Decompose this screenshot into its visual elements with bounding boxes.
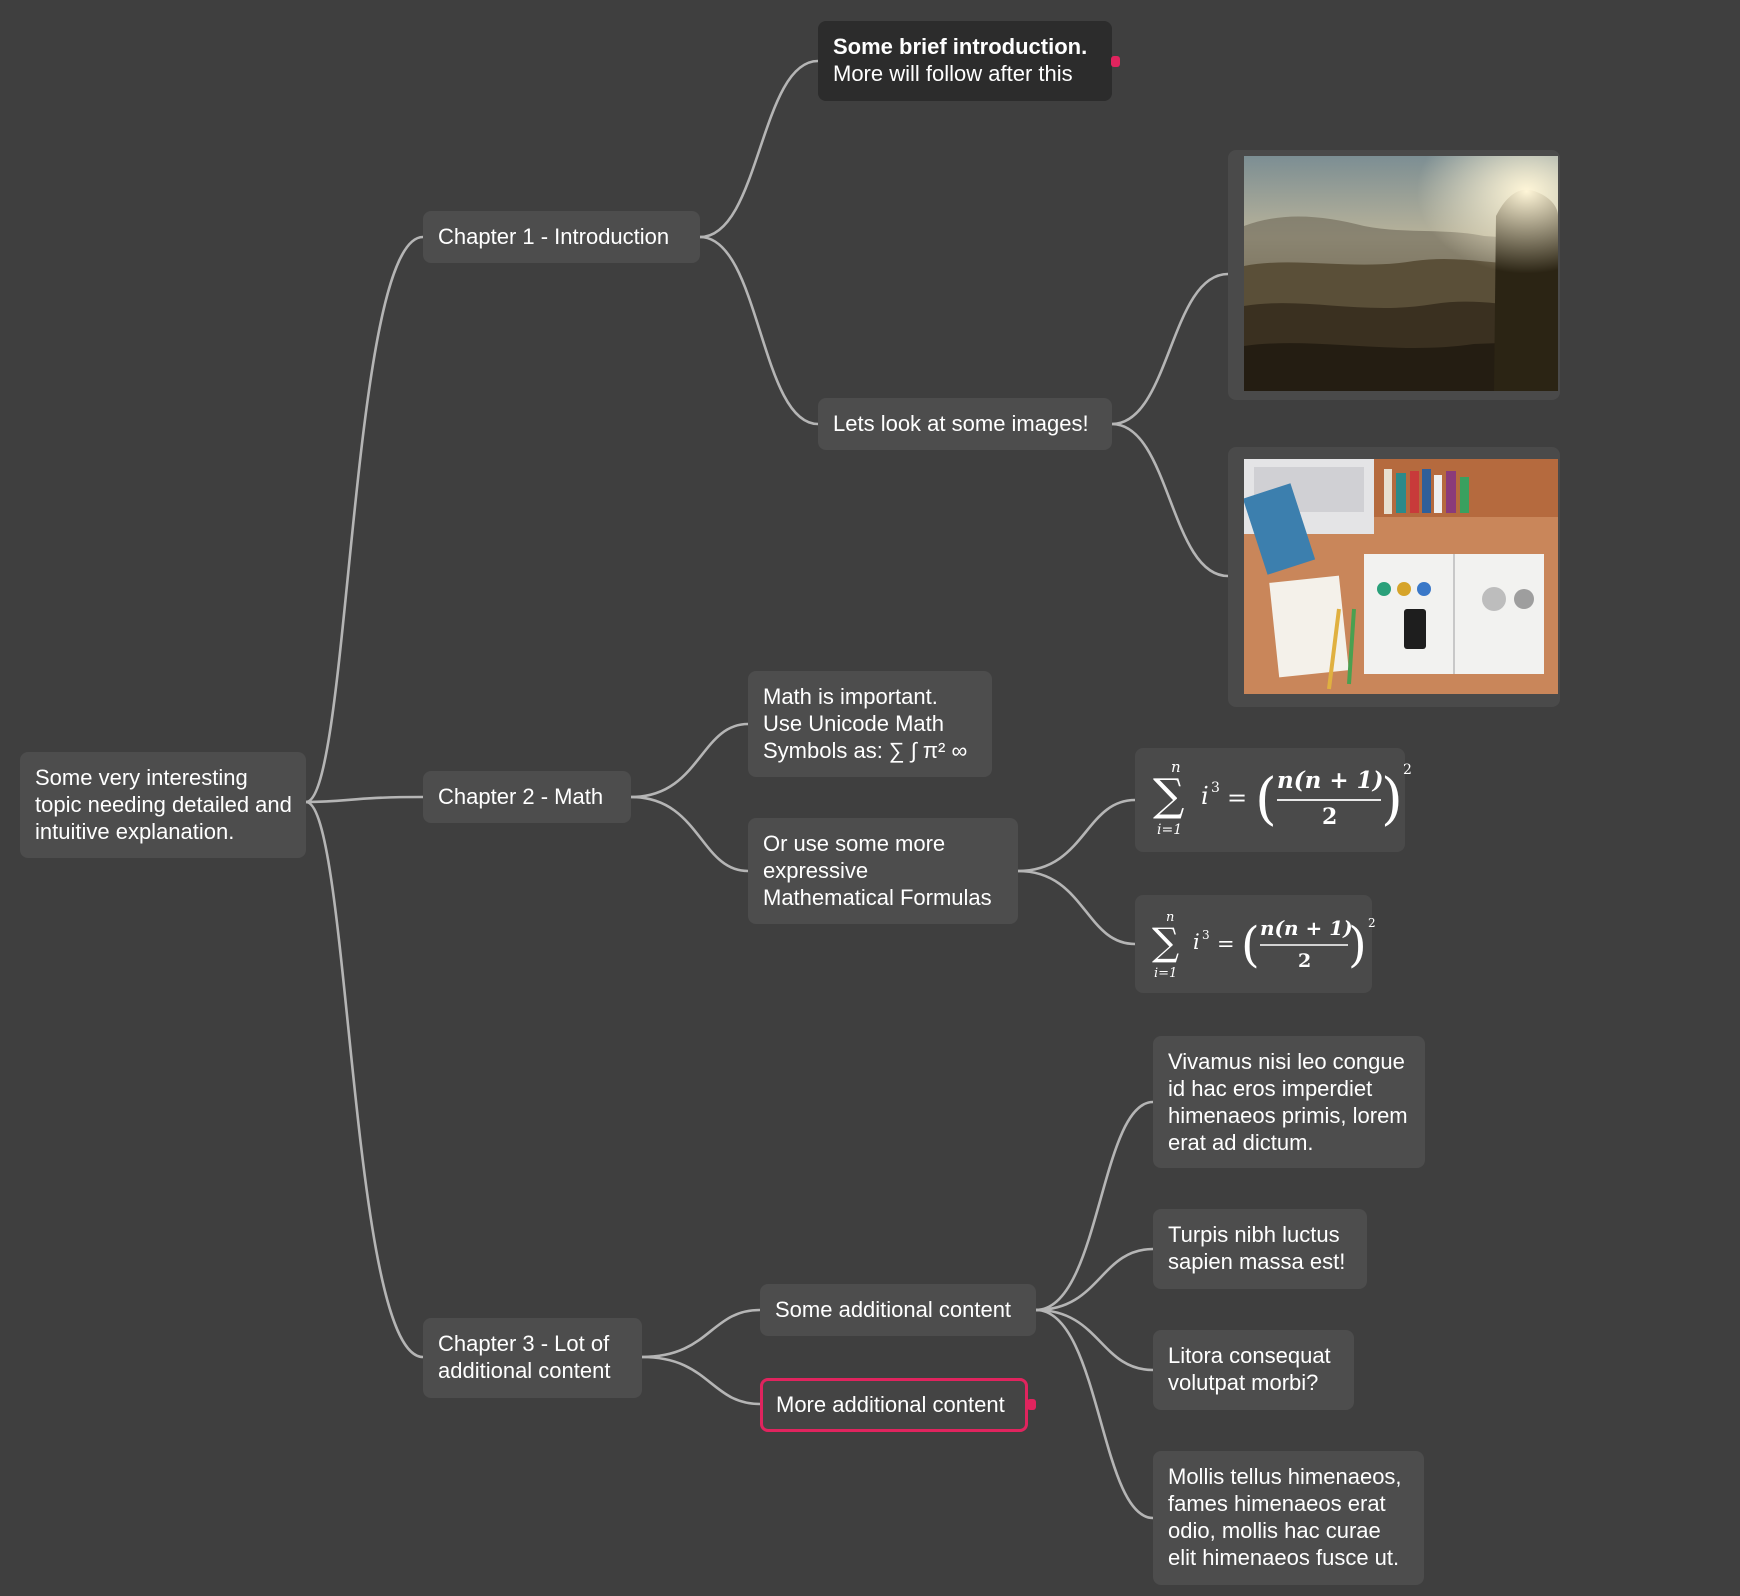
formula-outer-exp: 2 xyxy=(1403,762,1412,778)
edge-ch2-formulas xyxy=(629,795,750,873)
edge-ch3-more xyxy=(640,1355,762,1406)
leaf1-line-2: id hac eros imperdiet xyxy=(1168,1076,1373,1101)
leaf1-line-3: himenaeos primis, lorem xyxy=(1168,1103,1408,1128)
intro-collapse-handle[interactable] xyxy=(1111,56,1120,67)
formula-node-small[interactable]: n ∑ i=1 i 3 = ( n(n + 1) 2 ) 2 xyxy=(1135,895,1376,993)
formula-term-exp: 3 xyxy=(1202,928,1210,942)
leaf-mollis-node[interactable]: Mollis tellus himenaeos, fames himenaeos… xyxy=(1153,1451,1424,1585)
leaf4-line-2: fames himenaeos erat xyxy=(1168,1491,1386,1516)
some-additional-label: Some additional content xyxy=(775,1297,1012,1322)
formula-open-paren: ( xyxy=(1255,767,1277,832)
leaf-vivamus-node[interactable]: Vivamus nisi leo congue id hac eros impe… xyxy=(1153,1036,1425,1168)
edge-root-chapter1 xyxy=(304,235,425,804)
more-additional-label: More additional content xyxy=(776,1392,1005,1417)
formulas-note-node[interactable]: Or use some more expressive Mathematical… xyxy=(748,818,1018,924)
formula-equals: = xyxy=(1217,932,1235,956)
intro-text: More will follow after this xyxy=(833,61,1073,86)
chapter1-node[interactable]: Chapter 1 - Introduction xyxy=(423,211,700,263)
formula-close-paren: ) xyxy=(1381,767,1403,832)
some-additional-node[interactable]: Some additional content xyxy=(760,1284,1036,1336)
formula-lower: i=1 xyxy=(1154,966,1177,981)
leaf4-line-1: Mollis tellus himenaeos, xyxy=(1168,1464,1402,1489)
formula-equals: = xyxy=(1227,784,1247,812)
formulas-line-1: Or use some more xyxy=(763,831,946,856)
more-additional-collapse-handle[interactable] xyxy=(1027,1399,1036,1410)
root-topic-node[interactable]: Some very interesting topic needing deta… xyxy=(20,752,306,858)
edge-root-chapter2 xyxy=(304,795,425,804)
leaf4-line-3: odio, mollis hac curae xyxy=(1168,1518,1381,1543)
chapter3-node[interactable]: Chapter 3 - Lot of additional content xyxy=(423,1318,642,1398)
formula-upper: n xyxy=(1166,910,1174,925)
formula-lower: i=1 xyxy=(1157,822,1182,838)
formula-sum-symbol: ∑ xyxy=(1152,920,1179,964)
leaf1-line-1: Vivamus nisi leo congue xyxy=(1168,1049,1405,1074)
edge-ch1-images xyxy=(698,235,820,426)
root-line-3: intuitive explanation. xyxy=(35,819,235,844)
leaf3-line-1: Litora consequat xyxy=(1168,1343,1331,1368)
leaf-litora-node[interactable]: Litora consequat volutpat morbi? xyxy=(1153,1330,1354,1410)
intro-node[interactable]: Some brief introduction. More will follo… xyxy=(818,21,1112,101)
leaf4-line-4: elit himenaeos fusce ut. xyxy=(1168,1545,1400,1570)
chapter1-label: Chapter 1 - Introduction xyxy=(438,224,670,249)
edge-ch2-unicode xyxy=(629,722,750,799)
images-label: Lets look at some images! xyxy=(833,411,1089,436)
formula-denominator: 2 xyxy=(1322,804,1337,830)
leaf-turpis-node[interactable]: Turpis nibh luctus sapien massa est! xyxy=(1153,1209,1367,1289)
unicode-line-1: Math is important. xyxy=(763,684,938,709)
chapter3-line-1: Chapter 3 - Lot of xyxy=(438,1331,610,1356)
root-line-2: topic needing detailed and xyxy=(35,792,292,817)
formula-denominator: 2 xyxy=(1298,950,1311,972)
edge-some-leaf1 xyxy=(1034,1100,1155,1312)
formula-large: n ∑ i=1 i 3 = ( n(n + 1) 2 ) 2 xyxy=(1153,758,1412,838)
edge-root-chapter3 xyxy=(304,800,425,1359)
formula-close-paren: ) xyxy=(1348,917,1367,973)
formula-sum-symbol: ∑ xyxy=(1153,770,1184,821)
leaf1-line-4: erat ad dictum. xyxy=(1168,1130,1314,1155)
formulas-line-3: Mathematical Formulas xyxy=(763,885,992,910)
formula-node-large[interactable]: n ∑ i=1 i 3 = ( n(n + 1) 2 ) 2 xyxy=(1135,748,1412,852)
desk-image-node[interactable] xyxy=(1228,447,1560,707)
unicode-line-2: Use Unicode Math xyxy=(763,711,944,736)
leaf3-line-2: volutpat morbi? xyxy=(1168,1370,1319,1395)
chapter3-line-2: additional content xyxy=(438,1358,611,1383)
formula-term: i xyxy=(1201,782,1209,810)
edge-formulas-f2 xyxy=(1016,869,1137,946)
leaf2-line-2: sapien massa est! xyxy=(1168,1249,1346,1274)
edge-images-photo1 xyxy=(1110,272,1230,426)
unicode-line-3: Symbols as: ∑ ∫ π² ∞ xyxy=(763,738,968,763)
edge-formulas-f1 xyxy=(1016,798,1137,873)
formula-upper: n xyxy=(1171,758,1181,776)
formula-numerator: n(n + 1) xyxy=(1260,916,1353,940)
desk-photo xyxy=(1244,459,1558,694)
images-node[interactable]: Lets look at some images! xyxy=(818,398,1112,450)
landscape-photo xyxy=(1244,156,1558,391)
intro-title: Some brief introduction. xyxy=(833,34,1088,59)
edge-some-leaf3 xyxy=(1034,1308,1155,1372)
leaf2-line-1: Turpis nibh luctus xyxy=(1168,1222,1340,1247)
edge-ch1-intro xyxy=(698,59,820,239)
landscape-image-node[interactable] xyxy=(1228,150,1560,400)
root-line-1: Some very interesting xyxy=(35,765,248,790)
formula-small: n ∑ i=1 i 3 = ( n(n + 1) 2 ) 2 xyxy=(1152,910,1376,981)
formula-open-paren: ( xyxy=(1241,917,1260,973)
formulas-line-2: expressive xyxy=(763,858,869,883)
edge-some-leaf4 xyxy=(1034,1308,1155,1520)
formula-numerator: n(n + 1) xyxy=(1277,767,1384,794)
edge-images-photo2 xyxy=(1110,422,1230,578)
edge-some-leaf2 xyxy=(1034,1247,1155,1312)
formula-term: i xyxy=(1193,930,1200,954)
formula-term-exp: 3 xyxy=(1211,780,1220,796)
formula-outer-exp: 2 xyxy=(1368,916,1376,930)
more-additional-node[interactable]: More additional content xyxy=(760,1378,1028,1432)
chapter2-node[interactable]: Chapter 2 - Math xyxy=(423,771,631,823)
edge-ch3-some xyxy=(640,1308,762,1359)
chapter2-label: Chapter 2 - Math xyxy=(438,784,604,809)
unicode-math-node[interactable]: Math is important. Use Unicode Math Symb… xyxy=(748,671,992,777)
